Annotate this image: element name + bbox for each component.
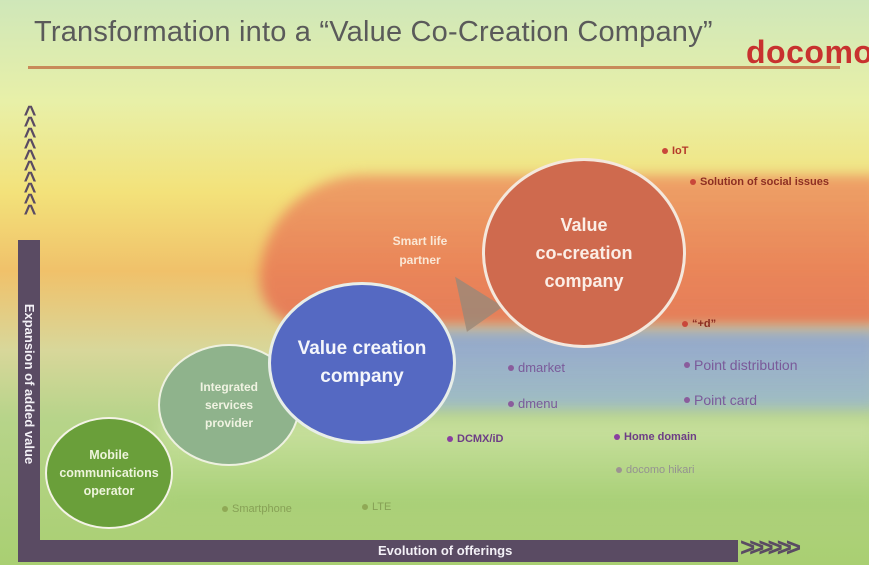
x-axis-bar — [18, 540, 738, 562]
offering-text: Point card — [694, 392, 758, 408]
bullet-icon — [662, 148, 668, 154]
bullet-icon — [508, 400, 514, 407]
offering-dmenu: dmenu — [508, 396, 558, 411]
offering-point-distribution: Point distribution — [684, 357, 798, 373]
offering-point-card: Point card — [684, 392, 757, 408]
offering-text: dmenu — [518, 396, 558, 411]
bullet-icon — [508, 364, 514, 371]
offering-docomo-hikari: docomo hikari — [616, 464, 694, 476]
offering-lte: LTE — [362, 501, 391, 513]
title-divider — [28, 66, 840, 69]
stage-label: Value co-creation company — [535, 215, 633, 291]
offering-dmarket: dmarket — [508, 360, 565, 375]
bullet-icon — [684, 362, 690, 368]
offering-smartphone: Smartphone — [222, 503, 292, 515]
stage-label: Mobile communications operator — [59, 448, 159, 498]
offering-text: DCMX/iD — [457, 433, 504, 445]
slide-title: Transformation into a “Value Co-Creation… — [34, 16, 713, 48]
bullet-icon — [684, 397, 690, 403]
offering-text: dmarket — [518, 360, 565, 375]
offering-dcmx-id: DCMX/iD — [447, 433, 503, 445]
offering-home-domain: Home domain — [614, 431, 697, 443]
stage-label: Value creation company — [297, 338, 427, 387]
offering-text: Smartphone — [232, 503, 292, 515]
bullet-icon — [682, 321, 688, 327]
bullet-icon — [614, 434, 620, 440]
stage-mobile-operator: Mobile communications operator — [45, 417, 173, 529]
smart-life-partner-label: Smart life partner — [392, 234, 448, 267]
offering-text: IoT — [672, 145, 689, 157]
offering-text: Point distribution — [694, 357, 798, 373]
bullet-icon — [222, 506, 228, 512]
offering-text: LTE — [372, 501, 392, 513]
bullet-icon — [690, 179, 696, 185]
bullet-icon — [362, 504, 368, 510]
bullet-icon — [616, 467, 622, 473]
bullet-icon — [447, 436, 453, 442]
stage-value-creation: Value creation company — [268, 282, 456, 444]
offering-social-issues: Solution of social issues — [690, 176, 829, 188]
y-axis-bar — [18, 240, 40, 540]
stage-label: Integrated services provider — [199, 380, 258, 430]
docomo-logo: docomo — [746, 34, 869, 70]
y-axis-chevrons-icon: ^^^^^^^^^^ — [23, 101, 37, 225]
offering-iot: IoT — [662, 145, 689, 157]
x-axis-label: Evolution of offerings — [378, 543, 513, 558]
stage-value-cocreation: Value co-creation company — [482, 158, 686, 348]
offering-text: Solution of social issues — [700, 176, 829, 188]
offering-text: Home domain — [624, 431, 697, 443]
offering-text: docomo hikari — [626, 464, 695, 476]
offering-plus-d: “+d” — [682, 318, 716, 330]
x-axis-chevrons-icon: >>>>>> — [740, 532, 801, 562]
offering-text: “+d” — [692, 318, 717, 330]
y-axis-label: Expansion of added value — [22, 303, 37, 465]
